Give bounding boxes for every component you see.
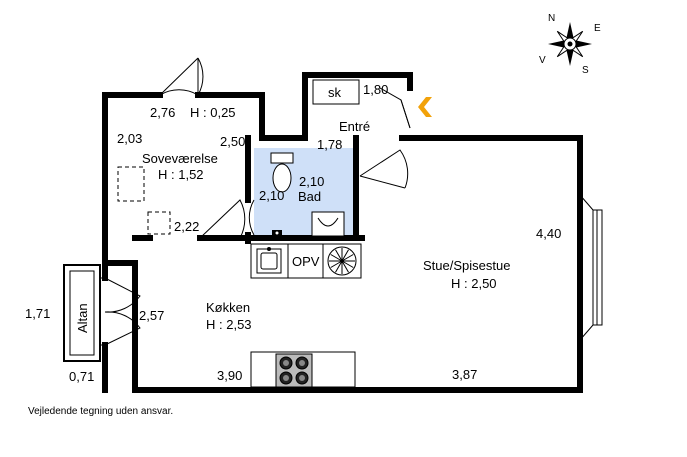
dim-bad-left: 2,10 bbox=[259, 188, 284, 203]
skylight-2 bbox=[147, 211, 171, 235]
dim-kokken-bottom: 3,90 bbox=[217, 368, 242, 383]
dim-entre-left: 1,78 bbox=[317, 137, 342, 152]
living-name: Stue/Spisestue bbox=[423, 258, 510, 273]
sk-cabinet bbox=[312, 79, 360, 105]
bath-name: Bad bbox=[298, 189, 321, 204]
compass-v: V bbox=[539, 55, 546, 66]
balcony bbox=[63, 264, 141, 362]
dim-altan-width: 0,71 bbox=[69, 369, 94, 384]
walls bbox=[102, 72, 583, 393]
compass-e: E bbox=[594, 23, 601, 34]
dim-kokken-left: 2,57 bbox=[139, 308, 164, 323]
dim-bed-right: 2,50 bbox=[220, 134, 245, 149]
bedroom-name: Soveværelse bbox=[142, 151, 218, 166]
kitchen-utility-row: OPV bbox=[250, 243, 362, 279]
compass-n: N bbox=[548, 13, 555, 24]
bedroom-door bbox=[199, 199, 246, 239]
kitchen-height: H : 2,53 bbox=[206, 317, 252, 332]
balcony-door bbox=[104, 277, 141, 346]
kitchen-counter bbox=[250, 351, 356, 388]
toilet-icon bbox=[270, 152, 294, 193]
dim-entre-top: 1,80 bbox=[363, 82, 388, 97]
entrance-door bbox=[359, 87, 411, 189]
compass-icon bbox=[548, 22, 592, 66]
dim-altan-height: 1,71 bbox=[25, 306, 50, 321]
ventilation-fan-icon bbox=[327, 246, 357, 276]
bedroom-top-door bbox=[159, 57, 199, 96]
sink-icon bbox=[311, 211, 345, 237]
dim-bed-left: 2,03 bbox=[117, 131, 142, 146]
bath-door bbox=[248, 199, 255, 236]
kitchen-name: Køkken bbox=[206, 300, 250, 315]
opv-label: OPV bbox=[292, 254, 320, 269]
living-height: H : 2,50 bbox=[451, 276, 497, 291]
dim-bed-top: 2,76 bbox=[150, 105, 175, 120]
bedroom-height: H : 1,52 bbox=[158, 167, 204, 182]
skylight-1 bbox=[117, 166, 145, 202]
living-window bbox=[579, 194, 603, 341]
dim-stue-right: 4,40 bbox=[536, 226, 561, 241]
dim-bed-bottom: 2,22 bbox=[174, 219, 199, 234]
balcony-name: Altan bbox=[75, 303, 90, 333]
entrance-arrow bbox=[418, 97, 432, 117]
dim-bad-right: 2,10 bbox=[299, 174, 324, 189]
dim-stue-bottom: 3,87 bbox=[452, 367, 477, 382]
compass-s: S bbox=[582, 65, 589, 76]
sk-label: sk bbox=[328, 85, 342, 100]
shower-tap-icon bbox=[272, 230, 282, 236]
dim-bed-top-height: H : 0,25 bbox=[190, 105, 236, 120]
entre-name: Entré bbox=[339, 119, 370, 134]
disclaimer: Vejledende tegning uden ansvar. bbox=[28, 406, 173, 417]
